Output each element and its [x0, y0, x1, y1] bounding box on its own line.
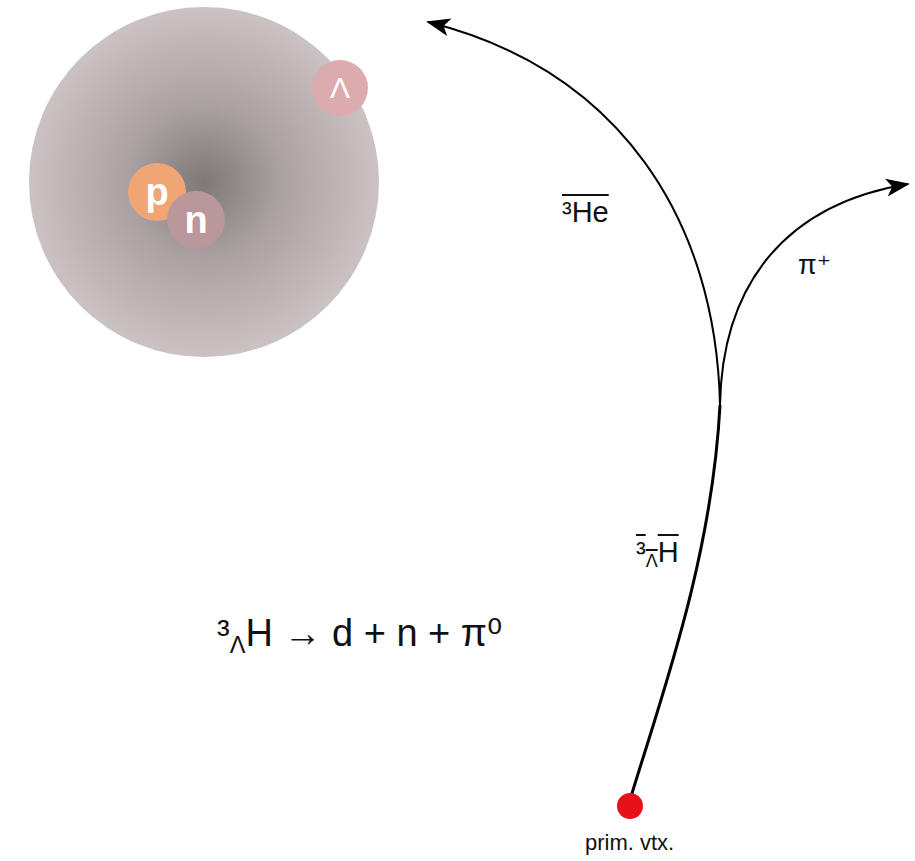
hypernucleus-circle — [29, 7, 379, 357]
particle-circle: Λ — [312, 60, 368, 116]
helium-track — [428, 22, 720, 405]
particle-circle: n — [167, 191, 225, 249]
pion-track — [720, 184, 908, 405]
decay-equation: ³ΛH → d + n + π⁰ — [217, 612, 502, 654]
track-label: ³ΛH — [636, 536, 679, 568]
primary-vertex-dot — [617, 793, 643, 819]
vertex-label: prim. vtx. — [585, 830, 674, 855]
hypertriton-track — [630, 405, 720, 800]
track-label: π⁺ — [798, 250, 831, 280]
track-label: ³He — [562, 196, 609, 228]
particle-symbol: p — [145, 173, 168, 211]
particle-symbol: n — [184, 201, 207, 239]
particle-symbol: Λ — [330, 73, 350, 103]
